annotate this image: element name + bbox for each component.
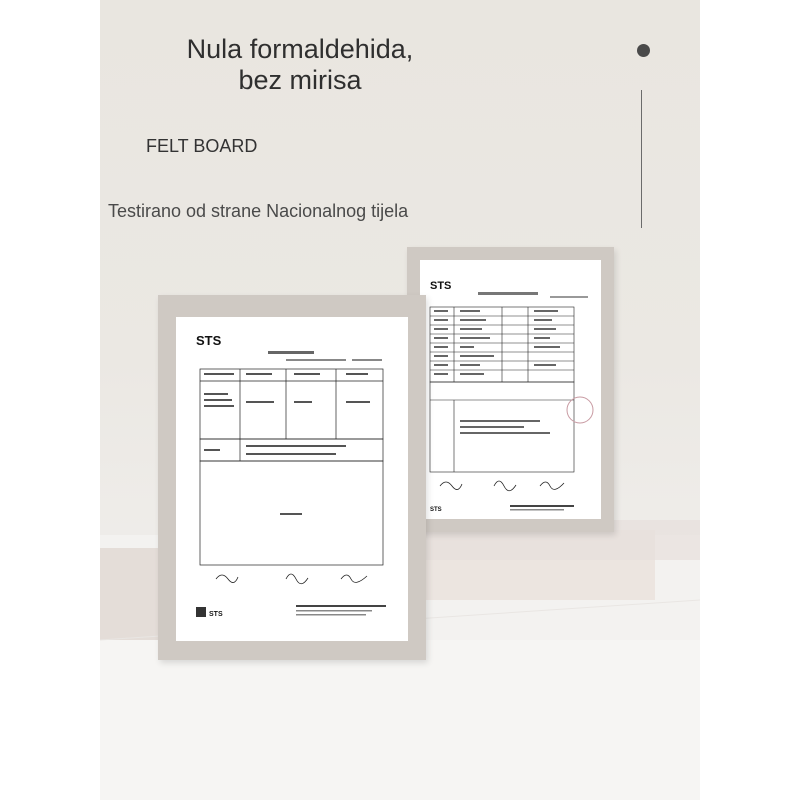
headline-line-2: bez mirisa [238,65,362,95]
svg-text:STS: STS [430,507,442,513]
decorative-vertical-line [641,90,642,228]
certificate-logo-back: STS [430,280,451,292]
certificate-frame-back: STS [407,247,614,532]
headline-line-1: Nula formaldehida, [186,34,414,64]
decorative-dot [637,44,650,57]
certificate-logo-front: STS [196,333,222,348]
certificate-content-back: STS [429,280,594,513]
certificate-content-front: STS [196,333,386,618]
svg-text:STS: STS [209,611,223,618]
scene-backdrop: Nula formaldehida, bez mirisa FELT BOARD… [100,0,700,800]
product-label: FELT BOARD [146,136,258,156]
certificate-sheet-front: STS [176,317,408,641]
certificate-sheet-back: STS [420,260,601,519]
tested-by-caption: Testirano od strane Nacionalnog tijela [108,201,409,221]
certificate-frame-front: STS [158,295,426,660]
headline: Nula formaldehida, bez mirisa [100,34,500,96]
